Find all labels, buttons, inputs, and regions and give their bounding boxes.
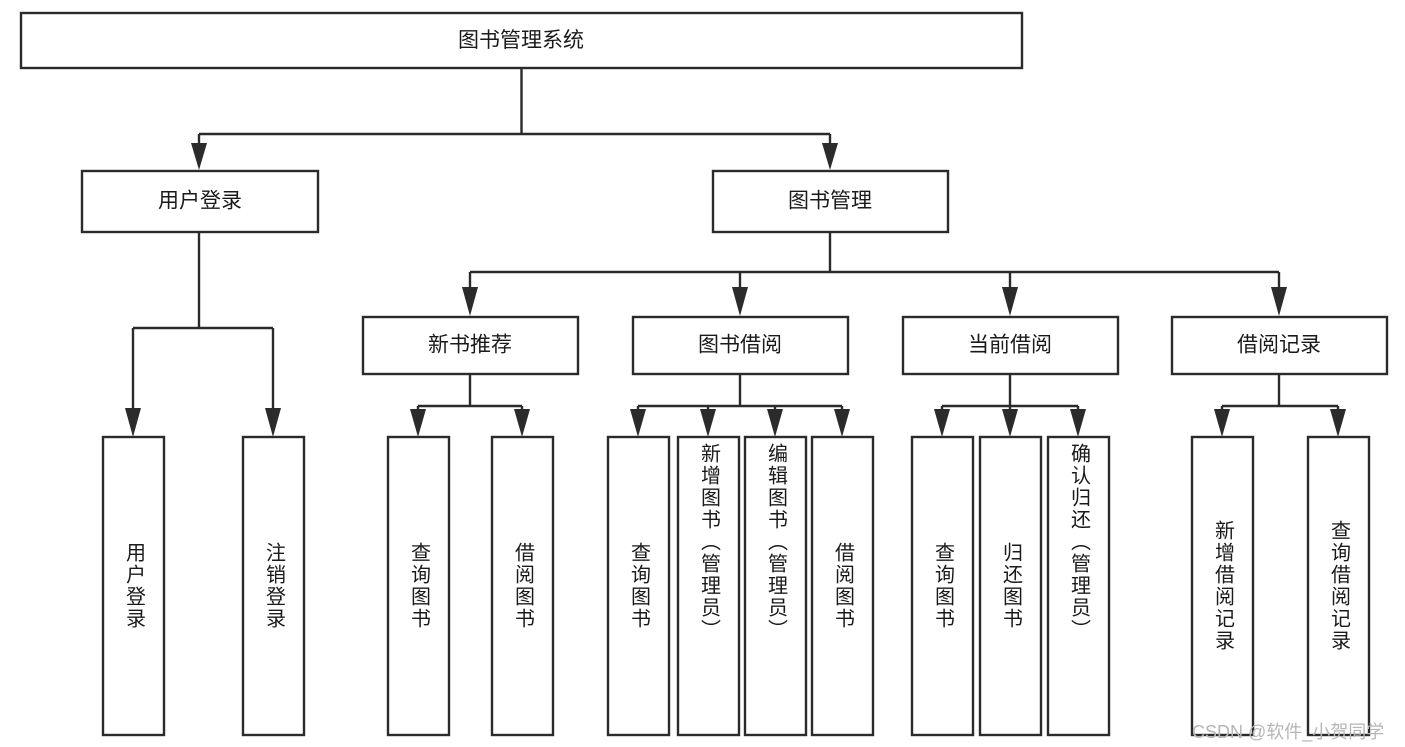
watermark-text: CSDN @软件_小贺同学 bbox=[1192, 722, 1385, 742]
node-book-management-box[interactable] bbox=[711, 169, 950, 234]
arrow-head-login-leaf-2 bbox=[265, 408, 281, 437]
leaf-box-book-borrow-3[interactable] bbox=[743, 435, 808, 737]
node-borrow-record-label: 借阅记录 bbox=[1237, 334, 1321, 357]
node-user-login-label: 用户登录 bbox=[158, 190, 242, 213]
arrow-head-br-leaf-1 bbox=[1214, 409, 1230, 437]
arrow-head-bookmgmt bbox=[822, 143, 838, 170]
leaf-box-book-borrow-1[interactable] bbox=[606, 435, 671, 737]
node-borrow-record-box[interactable] bbox=[1170, 315, 1389, 376]
arrow-head-book-borrow bbox=[732, 287, 748, 316]
leaf-box-user-login-2[interactable] bbox=[241, 435, 306, 737]
arrow-head-login-leaf-1 bbox=[125, 408, 141, 437]
node-new-book-recommend-box[interactable] bbox=[361, 315, 580, 376]
node-root-label: 图书管理系统 bbox=[458, 29, 584, 52]
leaf-box-borrow-record-1[interactable] bbox=[1190, 435, 1255, 737]
leaf-box-current-borrow-3[interactable] bbox=[1046, 435, 1111, 737]
arrow-head-bb-leaf-1 bbox=[630, 409, 646, 437]
leaf-box-user-login-1[interactable] bbox=[101, 435, 166, 737]
leaf-box-book-borrow-2[interactable] bbox=[676, 435, 741, 737]
node-new-book-recommend[interactable]: 新书推荐 bbox=[361, 315, 580, 376]
arrow-head-bb-leaf-3 bbox=[767, 409, 783, 437]
arrow-head-cb-leaf-1 bbox=[934, 409, 950, 437]
connector-group-bookmgmt bbox=[462, 232, 1287, 316]
leaf-box-current-borrow-2[interactable] bbox=[978, 435, 1043, 737]
node-current-borrow-box[interactable] bbox=[901, 315, 1120, 376]
arrow-head-cb-leaf-3 bbox=[1070, 409, 1086, 437]
arrow-head-bb-leaf-4 bbox=[834, 409, 850, 437]
arrow-head-new-book bbox=[462, 287, 478, 316]
arrow-head-cb-leaf-2 bbox=[1002, 409, 1018, 437]
connector-group-book-borrow bbox=[630, 374, 850, 437]
node-borrow-record[interactable]: 借阅记录 bbox=[1170, 315, 1389, 376]
arrow-head-nb-leaf-2 bbox=[514, 409, 530, 437]
node-book-borrow-box[interactable] bbox=[631, 315, 850, 376]
connector-group-root bbox=[191, 68, 838, 170]
connector-group-borrow-record bbox=[1214, 374, 1346, 437]
node-book-borrow-label: 图书借阅 bbox=[698, 334, 782, 357]
node-user-login[interactable]: 用户登录 bbox=[80, 169, 320, 234]
leaf-box-borrow-record-2[interactable] bbox=[1306, 435, 1371, 737]
leaf-box-book-borrow-4[interactable] bbox=[810, 435, 875, 737]
arrow-head-current-borrow bbox=[1002, 287, 1018, 316]
node-current-borrow[interactable]: 当前借阅 bbox=[901, 315, 1120, 376]
node-book-management[interactable]: 图书管理 bbox=[711, 169, 950, 234]
arrow-head-bb-leaf-2 bbox=[700, 409, 716, 437]
arrow-head-login bbox=[191, 143, 207, 170]
arrow-head-borrow-record bbox=[1271, 287, 1287, 316]
arrow-head-nb-leaf-1 bbox=[410, 409, 426, 437]
node-current-borrow-label: 当前借阅 bbox=[968, 334, 1052, 357]
leaf-box-new-book-2[interactable] bbox=[490, 435, 555, 737]
leaf-box-new-book-1[interactable] bbox=[386, 435, 451, 737]
node-user-login-box[interactable] bbox=[80, 169, 320, 234]
node-root[interactable]: 图书管理系统 bbox=[19, 11, 1024, 70]
node-new-book-recommend-label: 新书推荐 bbox=[428, 334, 512, 357]
node-book-borrow[interactable]: 图书借阅 bbox=[631, 315, 850, 376]
node-root-box[interactable] bbox=[19, 11, 1024, 70]
connector-group-current-borrow bbox=[934, 374, 1086, 437]
node-book-management-label: 图书管理 bbox=[788, 190, 872, 213]
connector-group-new-book bbox=[410, 374, 530, 437]
connector-group-login bbox=[125, 232, 281, 437]
arrow-head-br-leaf-2 bbox=[1330, 409, 1346, 437]
leaf-box-current-borrow-1[interactable] bbox=[910, 435, 975, 737]
